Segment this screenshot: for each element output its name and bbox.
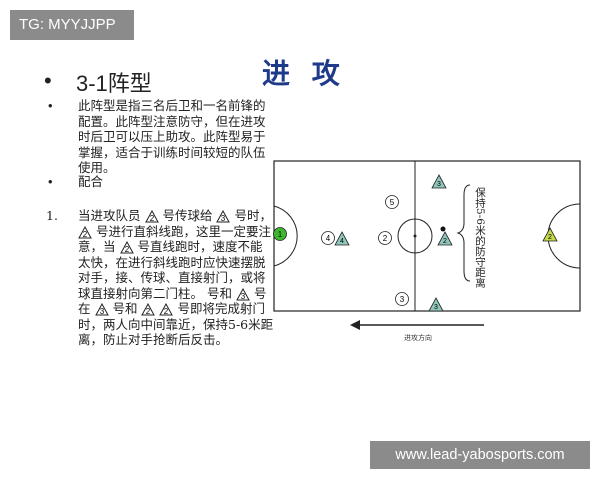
defender-triangle-icon: 3 bbox=[216, 210, 231, 223]
defender-4: 4 bbox=[334, 231, 350, 246]
left-penalty-arc bbox=[273, 205, 298, 267]
coordination-paragraph: 当进攻队员 2 号传球给 3 号时， 2 号进行直斜线跑，这里一定要注意，当 2… bbox=[78, 208, 274, 348]
direction-label: 进攻方向 bbox=[404, 333, 432, 342]
player-number: 2 bbox=[383, 234, 388, 243]
tag-badge: TG: MYYJJPP bbox=[10, 10, 134, 40]
defender-3-bottom: 3 bbox=[428, 297, 444, 312]
text-segment: 号即将完成射门时，两人向中间靠近，保持5-6米距离，防止对手抢断后反击。 bbox=[78, 301, 274, 347]
triangle-label: 3 bbox=[99, 307, 104, 316]
player-number: 1 bbox=[278, 230, 283, 239]
text-segment: 号直线跑时，速度不能太快，在进行斜线跑时应快速摆脱对手，接、传球、直接射门，或将… bbox=[78, 239, 266, 301]
defender-3-top: 3 bbox=[431, 174, 447, 189]
field-svg: 1 4 2 5 3 3 4 2 bbox=[273, 160, 581, 342]
triangle-label: 2 bbox=[124, 245, 129, 254]
field-boundary bbox=[273, 160, 581, 312]
defense-distance-note: 保持5-6米的防守距离 bbox=[474, 186, 486, 288]
text-segment: 号进行直斜线跑，这里一定要注意，当 bbox=[78, 223, 271, 255]
triangle-label: 3 bbox=[221, 214, 226, 223]
brace-icon bbox=[456, 184, 471, 282]
defender-triangle-icon: 2 bbox=[78, 225, 92, 239]
defender-triangle-icon: 2 bbox=[159, 303, 174, 316]
bullet-dot: • bbox=[48, 98, 53, 113]
text-segment: 号传球给 bbox=[162, 208, 213, 223]
formation-description: 此阵型是指三名后卫和一名前锋的配置。此阵型注意防守，但在进攻时后卫可以压上助攻。… bbox=[78, 98, 266, 175]
text-segment: 号和 bbox=[112, 301, 138, 316]
triangle-label: 2 bbox=[149, 214, 154, 223]
defender-number: 3 bbox=[434, 304, 438, 311]
center-circle bbox=[397, 218, 433, 254]
player-number: 5 bbox=[390, 198, 395, 207]
page-title: 进 攻 bbox=[262, 57, 346, 90]
defender-keeper: 2 bbox=[542, 227, 558, 242]
triangle-label: 3 bbox=[241, 292, 246, 301]
text-segment: 当进攻队员 bbox=[78, 208, 141, 223]
defender-triangle-icon: 2 bbox=[141, 303, 156, 316]
defender-number: 2 bbox=[443, 238, 447, 245]
attacker-4: 4 bbox=[321, 231, 335, 245]
center-spot bbox=[413, 234, 417, 238]
player-number: 4 bbox=[326, 234, 331, 243]
ball-icon bbox=[440, 226, 446, 232]
attacker-3: 3 bbox=[395, 292, 409, 306]
defender-number: 2 bbox=[548, 234, 552, 241]
goalkeeper-attack bbox=[273, 227, 287, 241]
defender-triangle-icon: 2 bbox=[119, 241, 134, 254]
defender-triangle-icon: 2 bbox=[144, 210, 159, 223]
bullet-dot: • bbox=[48, 174, 53, 189]
arrow-left-icon bbox=[350, 320, 360, 330]
attacker-2: 2 bbox=[378, 231, 392, 245]
defender-triangle-icon: 3 bbox=[94, 303, 109, 316]
text-segment: 号时， bbox=[234, 208, 272, 223]
attacker-5: 5 bbox=[385, 195, 399, 209]
tactics-diagram: 1 4 2 5 3 3 4 2 bbox=[240, 155, 590, 355]
defender-number: 4 bbox=[340, 238, 344, 245]
triangle-label: 2 bbox=[83, 230, 88, 239]
list-number: 1. bbox=[46, 208, 58, 223]
defender-triangle-icon: 3 bbox=[236, 287, 250, 301]
triangle-label: 2 bbox=[164, 307, 169, 316]
formation-heading: 3-1阵型 bbox=[76, 71, 152, 96]
url-badge: www.lead-yabosports.com bbox=[370, 441, 590, 469]
defender-2: 2 bbox=[437, 231, 453, 246]
defender-number: 3 bbox=[437, 181, 441, 188]
bullet-dot: • bbox=[44, 68, 52, 93]
player-number: 3 bbox=[400, 295, 405, 304]
text-segment: 号在 bbox=[78, 285, 267, 317]
triangle-label: 2 bbox=[146, 307, 151, 316]
coordination-label: 配合 bbox=[78, 174, 104, 189]
